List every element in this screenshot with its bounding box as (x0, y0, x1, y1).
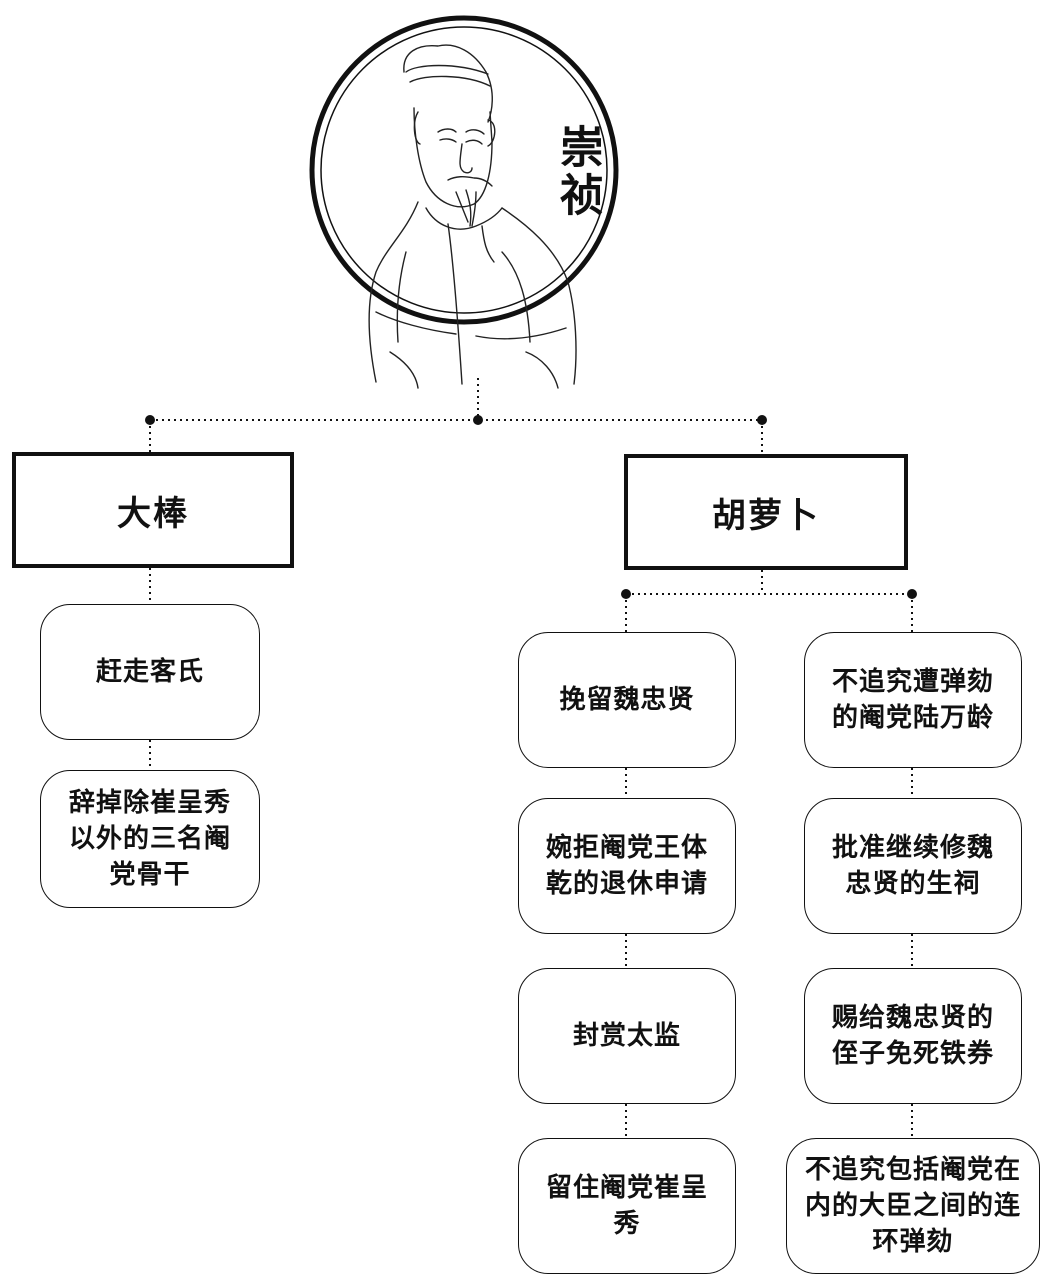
emperor-portrait (306, 12, 622, 402)
junction-dot (145, 415, 155, 425)
junction-dot (907, 589, 917, 599)
carrot-right-item: 不追究遭弹劾的阉党陆万龄 (804, 632, 1022, 768)
junction-dot (621, 589, 631, 599)
category-stick-label: 大棒 (117, 493, 189, 534)
carrot-left-item: 挽留魏忠贤 (518, 632, 736, 768)
stick-item: 辞掉除崔呈秀以外的三名阉党骨干 (40, 770, 260, 908)
carrot-left-item: 婉拒阉党王体乾的退休申请 (518, 798, 736, 934)
category-carrot-label: 胡萝卜 (712, 495, 820, 536)
category-carrot: 胡萝卜 (624, 454, 908, 570)
carrot-right-item: 不追究包括阉党在内的大臣之间的连环弹劾 (786, 1138, 1040, 1274)
category-stick: 大棒 (12, 452, 294, 568)
carrot-right-item: 赐给魏忠贤的侄子免死铁券 (804, 968, 1022, 1104)
emperor-name: 崇祯 (552, 124, 603, 220)
junction-dot (473, 415, 483, 425)
junction-dot (757, 415, 767, 425)
stick-item: 赶走客氏 (40, 604, 260, 740)
carrot-left-item: 留住阉党崔呈秀 (518, 1138, 736, 1274)
carrot-right-item: 批准继续修魏忠贤的生祠 (804, 798, 1022, 934)
carrot-left-item: 封赏太监 (518, 968, 736, 1104)
